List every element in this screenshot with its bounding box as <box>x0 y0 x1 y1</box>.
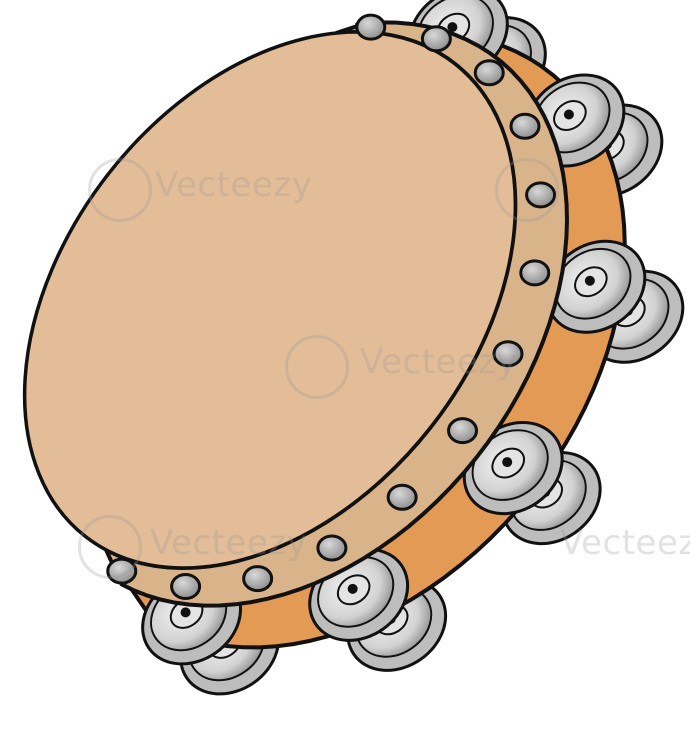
jingle-front-pin <box>447 22 458 33</box>
rim-tack <box>316 534 348 562</box>
rim-tack <box>170 573 202 601</box>
rim-tack <box>492 340 524 368</box>
watermark-logo-icon <box>78 515 142 579</box>
watermark-logo-icon <box>88 158 152 222</box>
watermark-logo-icon <box>495 158 559 222</box>
watermark-text: Vecteezy <box>150 523 308 563</box>
jingle-front-pin <box>584 275 595 286</box>
rim-tack <box>447 417 479 445</box>
watermark-text: Vecteezy <box>155 165 313 205</box>
rim-tack <box>519 259 551 287</box>
watermark-logo-icon <box>285 335 349 399</box>
rim-tack <box>355 13 387 41</box>
rim-tack <box>420 25 452 53</box>
watermark-text: Vecteezy <box>360 342 518 382</box>
jingle-front-pin <box>563 109 574 120</box>
rim-tack <box>509 112 541 140</box>
jingle-front-pin <box>347 583 358 594</box>
jingle-front-pin <box>502 457 513 468</box>
watermark-text: Vecteezy <box>560 523 690 563</box>
jingle-front-pin <box>180 607 191 618</box>
rim-tack <box>473 59 505 87</box>
rim-tack <box>386 483 418 511</box>
rim-tack <box>242 565 274 593</box>
